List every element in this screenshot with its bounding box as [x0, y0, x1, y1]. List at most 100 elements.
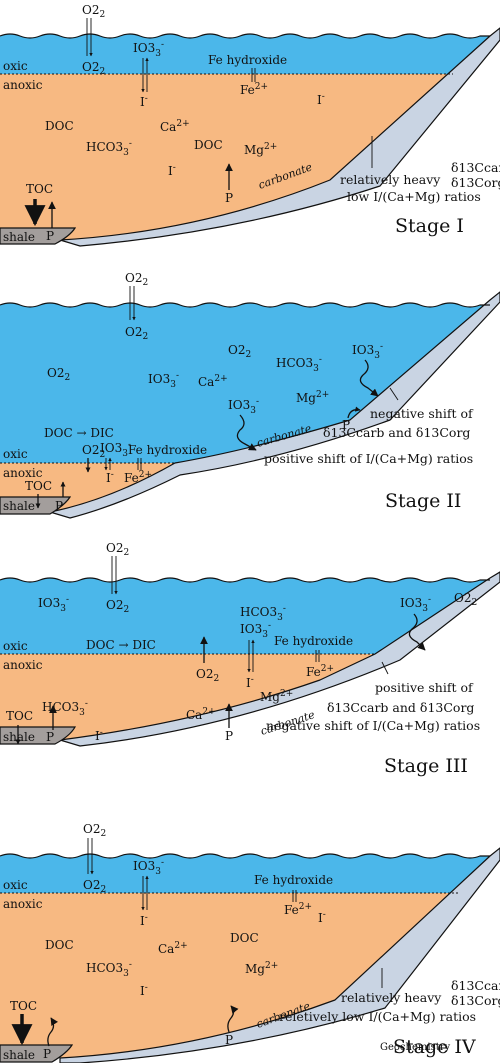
hco3-label: HCO33- [276, 355, 322, 374]
sea-surface [0, 853, 490, 859]
o2-top-label: O22 [82, 3, 105, 20]
io3-slope-label: IO33- [228, 397, 259, 416]
shale-label: shale [3, 230, 35, 244]
io3-low-label: IO33- [100, 440, 131, 459]
annotation-d13ccarb: δ13Ccarb [451, 160, 500, 175]
iminus-right-label: I- [317, 92, 325, 107]
io3-mid-label: IO33- [148, 371, 179, 390]
anoxic-water [0, 74, 453, 240]
o2-right-label: O22 [454, 591, 477, 608]
carbonate-layer [49, 291, 500, 519]
shale-label: shale [3, 499, 35, 513]
toc-label: TOC [26, 182, 53, 196]
oxic-label: oxic [3, 59, 28, 73]
annotation-shift: negative shift of [370, 406, 474, 421]
p-slope-label: P [225, 1033, 233, 1047]
toc-label: TOC [10, 999, 37, 1013]
anoxic-label: anoxic [3, 466, 43, 480]
stage-title-1: Stage I [395, 215, 464, 237]
mg-label: Mg2+ [244, 142, 277, 157]
anoxic-label: anoxic [3, 658, 43, 672]
ca-label: Ca2+ [186, 707, 216, 722]
iminus-low-label: I- [140, 983, 148, 998]
iminus-sub-label: I- [140, 913, 148, 928]
oxic-water [0, 34, 490, 74]
oxic-label: oxic [3, 878, 28, 892]
panel-stage-3: O22 O22 IO33- IO33- O22 oxic DOC → DIC H… [0, 541, 500, 777]
oxic-water [0, 300, 490, 463]
io3-label: IO33- [133, 858, 164, 877]
iminus-low-label: I- [168, 163, 176, 178]
sea-surface [0, 302, 490, 308]
carbonate-layer [59, 571, 500, 747]
doc-label-1: DOC [45, 938, 74, 952]
doc-label-2: DOC [194, 138, 223, 152]
iminus-mid-label: I- [246, 675, 254, 690]
annotation-d13corg: δ13Corg [451, 993, 500, 1008]
stage-title-2: Stage II [385, 490, 461, 512]
o2-left-label: O22 [47, 366, 70, 383]
io3-mid-label: IO33- [240, 621, 271, 640]
annotation-ratios: low I/(Ca+Mg) ratios [347, 189, 481, 204]
shale-label: shale [3, 730, 35, 744]
fe2-label: Fe2+ [306, 664, 334, 679]
anoxic-water [0, 654, 375, 740]
annotation-heavy: relatively heavy [340, 172, 441, 187]
sea-surface [0, 33, 490, 39]
oxic-label: oxic [3, 639, 28, 653]
annotation-heavy: relatively heavy [341, 990, 442, 1005]
shale-layer [0, 1044, 74, 1063]
doc-dic-label: DOC → DIC [44, 426, 114, 440]
panel-stage-2: O22 O22 O22 O22 HCO33- IO33- Ca2+ IO33- … [0, 271, 500, 519]
oxic-water [0, 854, 490, 893]
fe2-label: Fe2+ [124, 470, 152, 485]
shale-layer [0, 227, 77, 245]
p-slope-label: P [225, 191, 233, 205]
annotation-isotopes: δ13Ccarb and δ13Corg [327, 700, 474, 715]
p-shale-label: P [46, 229, 54, 243]
watermark: Geochemistry [380, 1042, 450, 1053]
io3-right-label: IO33- [352, 342, 383, 361]
mg-label: Mg2+ [296, 390, 329, 405]
toc-label: TOC [25, 479, 52, 493]
fe-hydroxide-label: Fe hydroxide [254, 873, 333, 887]
ca-label: Ca2+ [160, 119, 190, 134]
iminus-sub-label: I- [140, 94, 148, 109]
annotation-d13ccarb: δ13Ccarb [451, 978, 500, 993]
panel-stage-1: O22 O22 oxic anoxic IO33- I- Fe hydroxid… [0, 3, 500, 247]
o2-chem-label: O22 [196, 667, 219, 684]
carbonate-layer [59, 27, 500, 247]
annotation-ratios: reletively low I/(Ca+Mg) ratios [279, 1009, 476, 1024]
hco3-mid-label: HCO33- [240, 604, 286, 623]
mg-label: Mg2+ [245, 961, 278, 976]
annotation-shift: positive shift of [375, 680, 474, 695]
annotation-d13corg: δ13Corg [451, 175, 500, 190]
io3-left-label: IO33- [38, 595, 69, 614]
o2-surface-label: O22 [82, 60, 105, 77]
p-shale-label: P [46, 730, 54, 744]
hco3-label: HCO33- [86, 139, 132, 158]
o2-surface-label: O22 [106, 598, 129, 615]
o2-surface-label: O22 [125, 325, 148, 342]
stage-title-4: Stage IV [393, 1036, 476, 1058]
fe2-label: Fe2+ [240, 82, 268, 97]
p-slope-label: P [342, 418, 350, 432]
o2-top-label: O22 [106, 541, 129, 558]
panel-stage-4: O22 O22 oxic anoxic IO33- I- Fe hydroxid… [0, 822, 500, 1063]
anoxic-label: anoxic [3, 897, 43, 911]
o2-mid-label: O22 [228, 343, 251, 360]
stage-title-3: Stage III [384, 755, 468, 777]
fe-hydroxide-label: Fe hydroxide [208, 53, 287, 67]
ca-label: Ca2+ [198, 374, 228, 389]
o2-surface-label: O22 [83, 878, 106, 895]
iminus-label: I- [106, 470, 114, 485]
doc-dic-label: DOC → DIC [86, 638, 156, 652]
anoxic-water [0, 893, 460, 1058]
mg-label: Mg2+ [260, 689, 293, 704]
carbonate-layer [59, 847, 500, 1063]
oxic-label: oxic [3, 447, 28, 461]
o2-top-label: O22 [83, 822, 106, 839]
fe2-label: Fe2+ [284, 902, 312, 917]
iminus-label: I- [95, 728, 103, 743]
